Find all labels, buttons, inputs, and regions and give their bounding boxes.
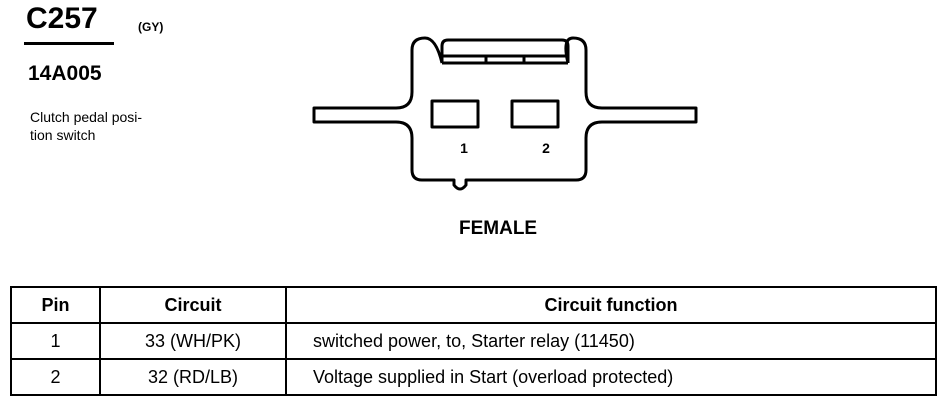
pin-cell: 2 xyxy=(10,358,101,396)
connector-gender-label: FEMALE xyxy=(459,218,538,239)
header-circuit-function: Circuit function xyxy=(285,286,937,324)
part-number: 14A005 xyxy=(28,62,102,85)
table-row: 1 33 (WH/PK) switched power, to, Starter… xyxy=(10,322,937,360)
connector-id-underline xyxy=(24,42,114,45)
connector-body xyxy=(312,36,698,191)
table-row: 2 32 (RD/LB) Voltage supplied in Start (… xyxy=(10,358,937,396)
pin-cell: 1 xyxy=(10,322,101,360)
circuit-cell: 32 (RD/LB) xyxy=(99,358,287,396)
circuit-cell: 33 (WH/PK) xyxy=(99,322,287,360)
component-description: Clutch pedal posi- tion switch xyxy=(30,108,190,144)
connector-id: C257 xyxy=(26,2,98,35)
description-line-1: Clutch pedal posi- xyxy=(30,109,143,125)
table-header-row: Pin Circuit Circuit function xyxy=(10,286,937,324)
pin-2-label: 2 xyxy=(542,140,550,156)
pin-1-label: 1 xyxy=(460,140,468,156)
header-circuit: Circuit xyxy=(99,286,287,324)
connector-color: (GY) xyxy=(138,20,164,34)
pin-table: Pin Circuit Circuit function 1 33 (WH/PK… xyxy=(10,286,937,396)
connector-face-diagram: 1 2 xyxy=(312,36,698,191)
circuit-function-cell: switched power, to, Starter relay (11450… xyxy=(285,322,937,360)
circuit-function-cell: Voltage supplied in Start (overload prot… xyxy=(285,358,937,396)
connector-latch xyxy=(440,38,570,63)
header-pin: Pin xyxy=(10,286,101,324)
pin-2-cavity xyxy=(510,99,560,129)
pin-1-cavity xyxy=(430,99,480,129)
description-line-2: tion switch xyxy=(30,127,96,143)
